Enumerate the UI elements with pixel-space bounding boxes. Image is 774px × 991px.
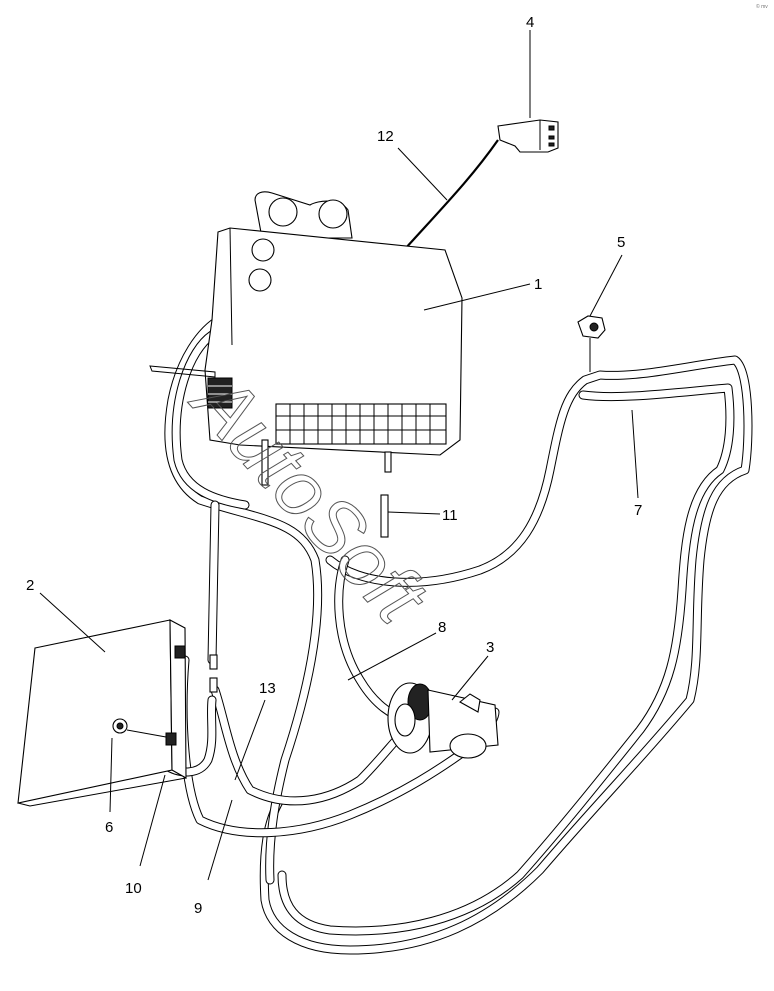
callout-6: 6	[105, 819, 113, 836]
drain-tube	[380, 494, 389, 538]
pump	[387, 682, 499, 759]
callout-3: 3	[486, 639, 494, 656]
control-switch	[497, 119, 559, 153]
callout-12: 12	[377, 128, 394, 145]
hose-assembly	[160, 313, 753, 955]
corner-mark: © mv	[756, 3, 768, 10]
callout-1: 1	[534, 276, 542, 293]
hose-clamp	[577, 315, 606, 372]
callout-13: 13	[259, 680, 276, 697]
leader-lines	[39, 30, 639, 881]
callout-5: 5	[617, 234, 625, 251]
heater-unit	[149, 191, 463, 486]
callout-8: 8	[438, 619, 446, 636]
control-cable	[394, 139, 499, 261]
callout-10: 10	[125, 880, 142, 897]
callout-9: 9	[194, 900, 202, 917]
callout-11: 11	[442, 507, 458, 524]
callouts: 1 2 3 4 5 6 7 8 9 10 11 12 13	[26, 14, 642, 917]
callout-4: 4	[526, 14, 534, 31]
radiator	[17, 619, 218, 807]
callout-7: 7	[634, 502, 642, 519]
fitting	[112, 718, 167, 738]
callout-2: 2	[26, 577, 34, 594]
